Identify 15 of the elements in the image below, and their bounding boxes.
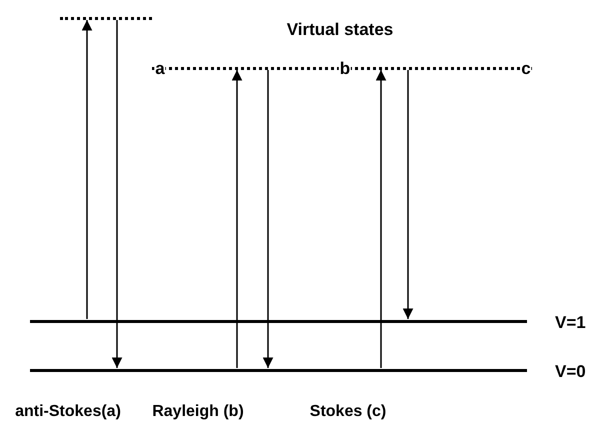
transition-arrow [112,20,122,368]
transition-arrow [82,20,92,319]
process-label: Rayleigh (b) [152,402,244,422]
transition-arrow [262,70,274,368]
process-label: anti-Stokes(a) [15,402,121,422]
level-label: V=0 [555,362,586,382]
energy-level-line [30,320,527,323]
transition-arrow [232,70,242,368]
transition-arrow [376,70,386,368]
energy-level-line [30,369,527,372]
level-label: V=1 [555,313,586,333]
process-label: Stokes (c) [310,402,386,422]
level-label: Virtual states [286,20,394,40]
virtual-level-line [60,17,152,20]
transition-arrow [402,70,414,319]
